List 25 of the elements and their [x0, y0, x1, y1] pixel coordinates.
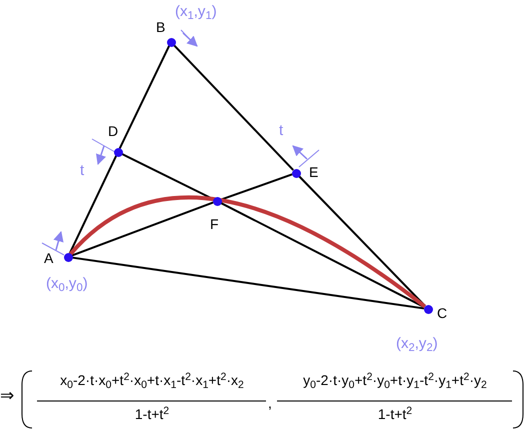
curve: [69, 196, 426, 308]
line-segment: [72, 256, 424, 310]
point-label: E: [309, 165, 318, 179]
point-label: C: [437, 306, 448, 320]
point-label: A: [44, 251, 54, 265]
denominator-text: 1-t+t$^{2}$: [134, 404, 170, 424]
parameter-label: t: [80, 161, 84, 181]
point-label: F: [210, 217, 219, 231]
point-label: B: [156, 20, 166, 34]
coordinate-label: (x$_{2}$,y$_{2}$): [396, 334, 438, 355]
point-label: D: [108, 124, 118, 138]
line-segment: [68, 155, 118, 254]
line-segment: [118, 45, 170, 149]
line-segment: [220, 202, 425, 308]
implies-symbol: ⇒: [0, 386, 14, 406]
line-segment: [71, 201, 214, 257]
denominator-text: 1-t+t$^{2}$: [376, 404, 414, 424]
line-segment: [173, 44, 294, 171]
parameter-label: t: [279, 121, 284, 141]
coordinate-label: (x$_{1}$,y$_{1}$): [175, 2, 217, 23]
coordinate-label: (x$_{0}$,y$_{0}$): [46, 274, 88, 295]
numerator-text: y$_{0}$-2·t·y$_{0}$+t$^{2}$·y$_{0}$+t·y$_{1}$-t$^{2}$·y$_{1}$+t$^{2}$·y$_{2}$: [302, 370, 488, 390]
numerator-text: x$_{0}$-2·t·x$_{0}$+t$^{2}$·x$_{0}$+t·x$_{1}$-t$^{2}$·x$_{1}$+t$^{2}$·x$_{2}$: [59, 370, 245, 390]
line-segment: [220, 173, 293, 201]
comma: ,: [268, 394, 272, 413]
